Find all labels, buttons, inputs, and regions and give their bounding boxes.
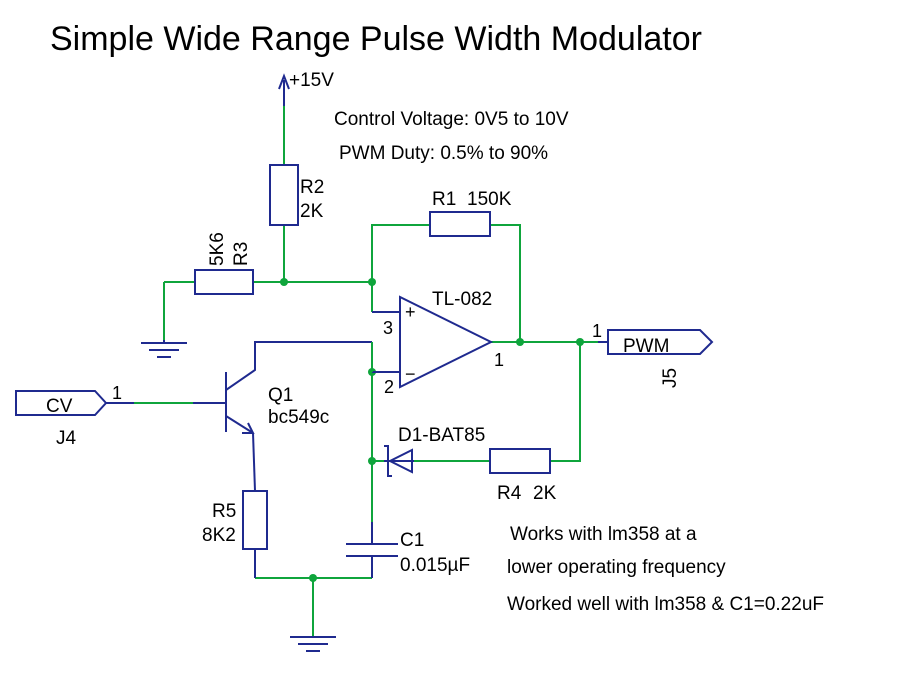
note-lm358-line1: Works with lm358 at a bbox=[510, 524, 697, 545]
junction-dot bbox=[368, 278, 376, 286]
opamp-pin-3: 3 bbox=[383, 318, 393, 338]
note-lm358-line2: lower operating frequency bbox=[507, 557, 726, 578]
diode-d1: D1-BAT85 bbox=[384, 425, 485, 477]
junction-dot bbox=[516, 338, 524, 346]
resistor-r2: R2 2K bbox=[269, 164, 324, 226]
opamp-u1: + − TL-082 3 2 1 bbox=[372, 289, 504, 397]
r3-ref: R3 bbox=[231, 242, 252, 266]
junction-dot bbox=[280, 278, 288, 286]
r1-ref: R1 bbox=[432, 189, 456, 210]
j5-ref: J5 bbox=[660, 368, 681, 388]
q1-value: bc549c bbox=[268, 407, 329, 428]
resistor-r3: 5K6 R3 bbox=[194, 232, 254, 295]
opamp-pin-2: 2 bbox=[384, 377, 394, 397]
connector-j5: PWM 1 J5 bbox=[592, 321, 714, 388]
opamp-part: TL-082 bbox=[432, 289, 492, 310]
r5-value: 8K2 bbox=[202, 525, 236, 546]
j5-pin: 1 bbox=[592, 321, 602, 341]
j4-pin: 1 bbox=[112, 383, 122, 403]
resistor-r5: R5 8K2 bbox=[202, 490, 268, 578]
r3-value: 5K6 bbox=[207, 232, 228, 266]
ground-symbol bbox=[141, 340, 187, 358]
q1-ref: Q1 bbox=[268, 385, 293, 406]
c1-ref: C1 bbox=[400, 530, 424, 551]
transistor-q1: Q1 bc549c bbox=[193, 341, 373, 492]
opamp-minus-sign: − bbox=[405, 364, 416, 384]
note-pwm-duty: PWM Duty: 0.5% to 90% bbox=[339, 143, 548, 164]
opamp-plus-sign: + bbox=[405, 302, 416, 322]
capacitor-c1: C1 0.015µF bbox=[346, 522, 470, 578]
junction-dot bbox=[309, 574, 317, 582]
page-title: Simple Wide Range Pulse Width Modulator bbox=[50, 20, 702, 58]
r2-value: 2K bbox=[300, 201, 324, 222]
resistor-r1: R1 150K bbox=[429, 189, 512, 237]
j4-ref: J4 bbox=[56, 428, 77, 449]
junction-dot bbox=[576, 338, 584, 346]
j5-label: PWM bbox=[623, 336, 669, 357]
note-control-voltage: Control Voltage: 0V5 to 10V bbox=[334, 109, 569, 130]
ground-symbol bbox=[290, 636, 336, 652]
r5-ref: R5 bbox=[212, 501, 236, 522]
c1-value: 0.015µF bbox=[400, 555, 470, 576]
opamp-pin-1: 1 bbox=[494, 350, 504, 370]
r4-ref: R4 bbox=[497, 483, 522, 504]
d1-ref: D1-BAT85 bbox=[398, 425, 485, 446]
supply-15v: +15V bbox=[278, 70, 334, 106]
j4-label: CV bbox=[46, 396, 73, 417]
r2-ref: R2 bbox=[300, 177, 324, 198]
supply-15v-label: +15V bbox=[289, 70, 334, 91]
r1-value: 150K bbox=[467, 189, 512, 210]
junction-dot bbox=[368, 457, 376, 465]
resistor-r4: R4 2K bbox=[489, 448, 557, 504]
connector-j4: CV 1 J4 bbox=[15, 383, 134, 449]
note-lm358-worked: Worked well with lm358 & C1=0.22uF bbox=[507, 594, 824, 615]
wires bbox=[134, 106, 598, 636]
r4-value: 2K bbox=[533, 483, 557, 504]
